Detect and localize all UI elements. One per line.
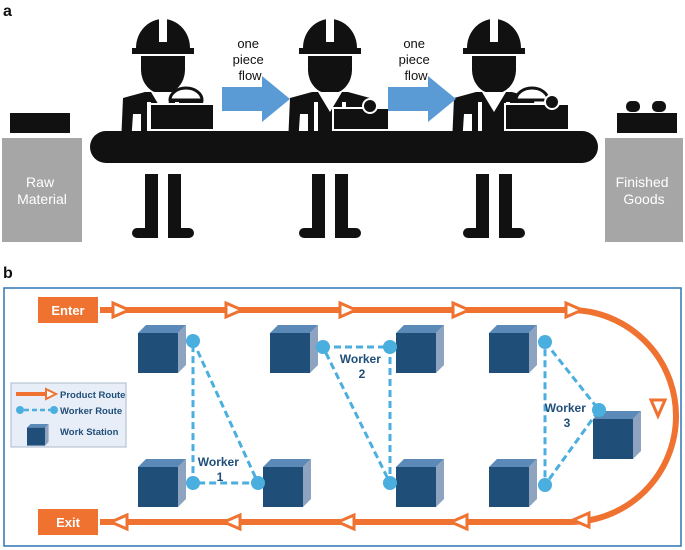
exit-label: Exit [56,515,81,530]
panel-b: b Enter Exit [3,265,682,547]
work-station-icon [138,325,186,373]
conveyor-belt [90,131,598,163]
route-chevron-icon [224,301,244,319]
work-station-icon [138,459,186,507]
route-chevron-icon [111,301,131,319]
work-station-icon [270,325,318,373]
work-station-icon [489,459,537,507]
worker-route-legend-dot-icon [50,406,58,414]
route-chevron-icon [564,301,584,319]
work-piece-icon [504,86,570,131]
legend: Product Route Worker Route Work Station [10,382,127,448]
product-route-legend-label: Product Route [60,390,125,401]
work-station-icon [263,459,311,507]
route-chevron-icon [338,301,358,319]
worker-route-legend-label: Worker Route [60,406,122,417]
flow-arrow-icon [222,76,290,122]
worker-2-label: Worker 2 [340,352,384,381]
route-chevron-icon [336,513,356,531]
finished-goods-label: Finished Goods [616,174,673,207]
product-route-path [100,307,679,525]
worker-stop-dots [186,334,606,492]
route-chevron-icon [649,398,667,418]
route-chevron-icon [451,301,471,319]
work-station-icon [489,325,537,373]
work-piece-icon [149,86,215,131]
flow-arrow-icon [388,76,456,122]
worker-3-route [543,337,601,490]
panel-a: a Raw Material Finished Goods [2,3,683,242]
route-chevron-icon [222,513,242,531]
flow-label-1: one piece flow [233,36,268,83]
worker-1-label: Worker 1 [198,455,242,484]
route-chevron-icon [449,513,469,531]
exit-box [38,509,98,535]
raw-material-top-block [10,113,70,133]
route-chevron-icon [571,511,591,529]
panel-b-label: b [3,265,13,282]
worker-1-route [191,340,261,485]
panel-a-label: a [3,3,12,20]
goods-item-icon [626,101,640,112]
work-station-legend-icon [27,424,49,446]
enter-box [38,297,98,323]
finished-goods-box [605,138,683,242]
finished-goods-top-block [617,113,677,133]
flow-label-2: one piece flow [399,36,434,83]
work-station-icon [396,459,444,507]
work-station-icon [396,325,444,373]
route-chevron-icon [109,513,129,531]
product-route-legend-chevron-icon [45,387,59,401]
enter-label: Enter [51,303,84,318]
work-station-legend-label: Work Station [60,427,119,438]
goods-item-icon [652,101,666,112]
raw-material-box [2,138,82,242]
worker-2-route [320,345,392,484]
work-piece-icon [332,98,390,131]
work-station-icon [593,411,641,459]
panel-b-frame [3,287,682,547]
raw-material-label: Raw Material [17,174,67,207]
worker-3-label: Worker 3 [545,401,589,430]
worker-route-legend-dot-icon [16,406,24,414]
